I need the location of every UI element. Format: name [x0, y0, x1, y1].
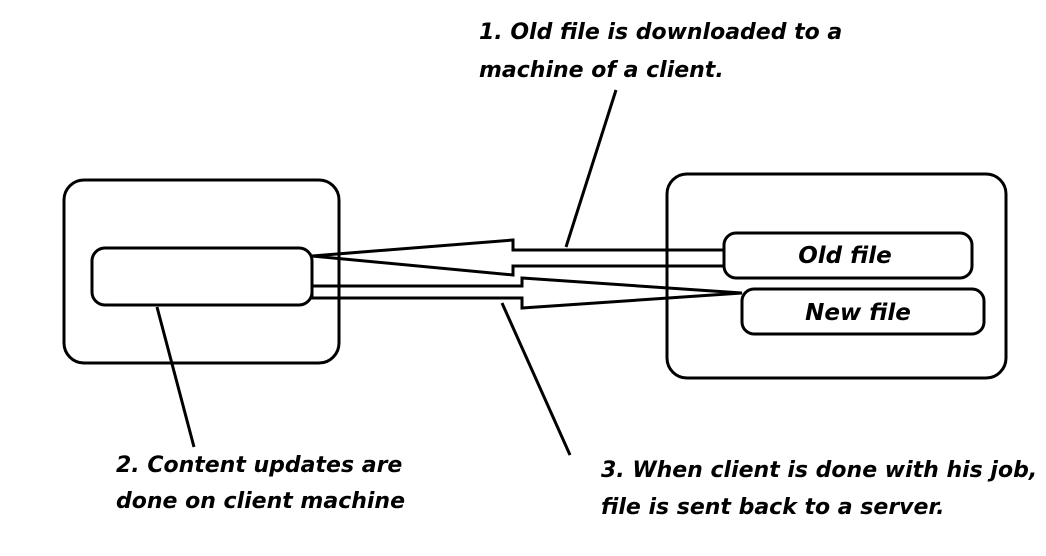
step1-text-line2: machine of a client.	[479, 58, 724, 83]
step1-text-line1: 1. Old file is downloaded to a	[479, 20, 842, 45]
upload-arrow	[310, 276, 743, 310]
step3-leader-line	[500, 302, 572, 456]
step1-leader-line	[564, 89, 618, 248]
step3-text-line2: file is sent back to a server.	[601, 495, 945, 520]
step3-text-line1: 3. When client is done with his job,	[601, 458, 1037, 483]
client-file-box	[90, 246, 314, 307]
old-file-label: Old file	[798, 243, 892, 269]
server-box	[665, 172, 1008, 380]
step2-text-line2: done on client machine	[116, 489, 405, 514]
step2-leader-line	[155, 306, 196, 448]
new-file-label: New file	[805, 300, 911, 326]
client-machine-box	[62, 178, 341, 365]
new-file-box	[740, 287, 986, 336]
step2-text-line1: 2. Content updates are	[116, 453, 402, 478]
download-arrow	[311, 238, 726, 277]
